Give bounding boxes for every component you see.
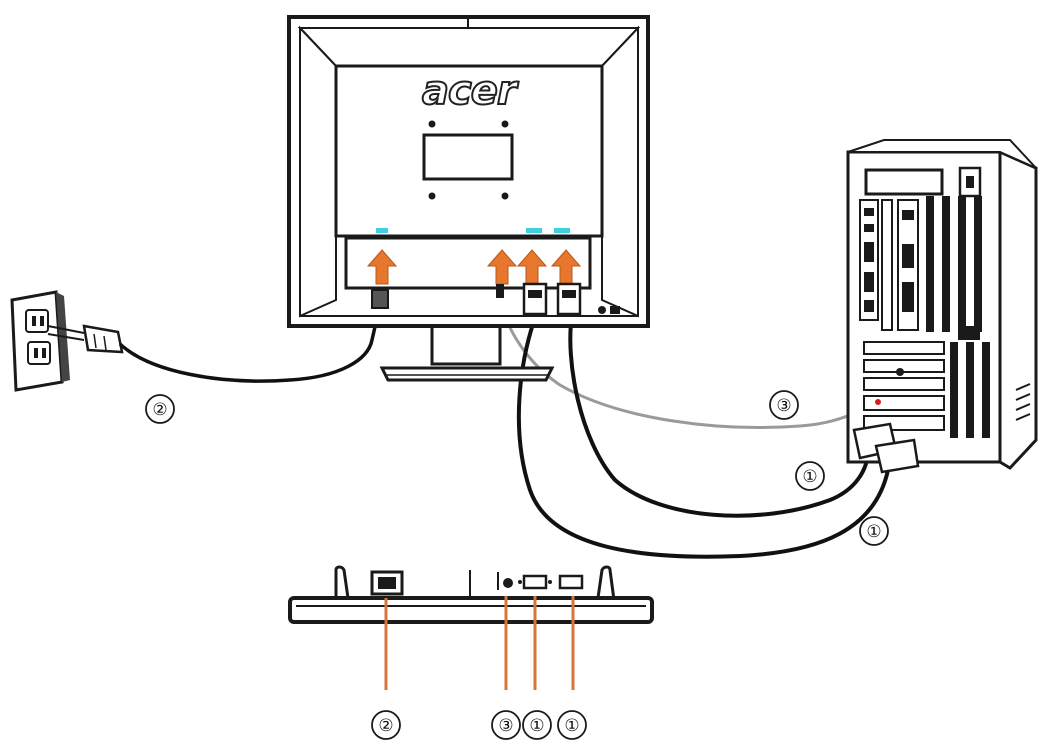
power-port-marker <box>376 228 388 233</box>
monitor-bottom-view-icon <box>288 565 654 624</box>
vga-port-marker <box>554 228 570 233</box>
wall-outlet-icon <box>10 290 70 392</box>
callout-power-cord: ② <box>145 394 175 424</box>
callout-audio-cable-label: ③ <box>776 396 791 416</box>
audio-cable <box>498 295 867 429</box>
callout-bottom-audio-label: ③ <box>498 716 513 736</box>
callout-bottom-signal-a: ① <box>522 710 552 740</box>
callout-bottom-signal-b-label: ① <box>564 716 579 736</box>
signal-cable-a <box>516 314 890 559</box>
callout-bottom-power-label: ② <box>378 716 393 736</box>
callout-bottom-power: ② <box>371 710 401 740</box>
monitor-plugs <box>371 282 582 316</box>
callout-bottom-signal-a-label: ① <box>529 716 544 736</box>
callout-signal-cable-a-label: ① <box>802 467 817 487</box>
brand-logo: acer <box>422 68 519 114</box>
power-plug-icon <box>47 324 124 354</box>
callout-signal-cable-a: ① <box>795 461 825 491</box>
port-pointer-lines <box>384 596 575 690</box>
callout-bottom-signal-b: ① <box>557 710 587 740</box>
pc-tower-icon <box>846 139 1038 474</box>
callout-audio-cable: ③ <box>769 390 799 420</box>
dvi-port-marker <box>526 228 542 233</box>
signal-cable-b <box>568 314 870 518</box>
callout-signal-cable-b: ① <box>859 516 889 546</box>
monitor-rear-icon: acer <box>287 15 650 382</box>
callout-bottom-audio: ③ <box>491 710 521 740</box>
callout-power-cord-label: ② <box>152 400 167 420</box>
arrow-up-icon <box>366 249 582 285</box>
callout-signal-cable-b-label: ① <box>866 522 881 542</box>
